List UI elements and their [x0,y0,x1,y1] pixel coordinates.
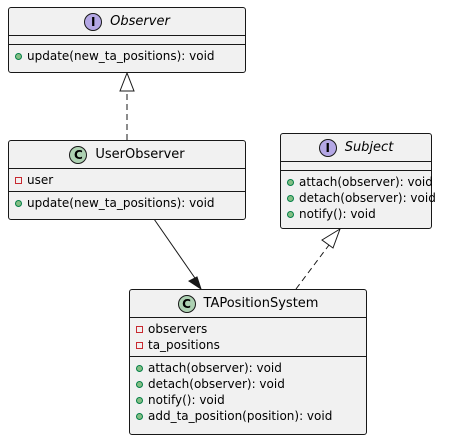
method-row: add_ta_position(position): void [130,408,366,424]
method-row: detach(observer): void [281,190,436,206]
realization-tapositionsystem-subject [295,244,330,290]
class-name: Observer [110,14,170,29]
association-arrowhead [188,276,202,291]
class-header: I Subject [281,134,431,162]
private-visibility-icon [136,325,143,333]
method-text: notify(): void [148,393,225,407]
class-badge-icon: C [177,294,196,313]
public-visibility-icon [287,210,294,218]
method-row: update(new_ta_positions): void [9,195,245,211]
public-visibility-icon [15,199,22,207]
method-text: update(new_ta_positions): void [27,49,215,63]
method-row: detach(observer): void [130,376,366,392]
method-text: detach(observer): void [148,377,285,391]
class-name: TAPositionSystem [203,296,319,311]
method-row: attach(observer): void [130,360,366,376]
field-row: observers [130,321,366,337]
fields-section: user [9,169,245,191]
class-userobserver[interactable]: C UserObserver user update(new_ta_positi… [8,140,246,220]
fields-section [281,162,431,170]
field-row: user [9,172,245,188]
fields-section: observers ta_positions [130,318,366,356]
methods-section: attach(observer): void detach(observer):… [130,356,366,427]
public-visibility-icon [136,412,143,420]
method-row: notify(): void [130,392,366,408]
field-text: ta_positions [148,338,220,352]
realization-arrowhead-observer [119,71,135,92]
class-header: C UserObserver [9,141,245,169]
method-text: attach(observer): void [299,175,433,189]
field-text: user [27,173,54,187]
field-text: observers [148,322,208,336]
class-observer[interactable]: I Observer update(new_ta_positions): voi… [8,7,246,73]
methods-section: update(new_ta_positions): void [9,44,245,67]
public-visibility-icon [136,396,143,404]
public-visibility-icon [136,380,143,388]
class-header: C TAPositionSystem [130,290,366,318]
public-visibility-icon [287,178,294,186]
field-row: ta_positions [130,337,366,353]
method-text: detach(observer): void [299,191,436,205]
class-name: UserObserver [95,147,185,162]
realization-arrowhead-subject [321,227,341,249]
public-visibility-icon [136,364,143,372]
method-text: notify(): void [299,207,376,221]
method-text: update(new_ta_positions): void [27,196,215,210]
private-visibility-icon [15,176,22,184]
method-row: update(new_ta_positions): void [9,48,245,64]
methods-section: attach(observer): void detach(observer):… [281,170,436,225]
association-userobserver-tapositionsystem [153,218,198,282]
method-text: attach(observer): void [148,361,282,375]
public-visibility-icon [287,194,294,202]
class-name: Subject [344,140,394,155]
public-visibility-icon [15,52,22,60]
class-tapositionsystem[interactable]: C TAPositionSystem observers ta_position… [129,289,367,435]
methods-section: update(new_ta_positions): void [9,191,245,214]
interface-badge-icon: I [318,138,337,157]
class-subject[interactable]: I Subject attach(observer): void detach(… [280,133,436,229]
method-row: attach(observer): void [281,174,433,190]
fields-section [9,36,245,44]
class-header: I Observer [9,8,245,36]
interface-badge-icon: I [84,12,103,31]
class-badge-icon: C [69,145,88,164]
private-visibility-icon [136,341,143,349]
method-row: notify(): void [281,206,431,222]
method-text: add_ta_position(position): void [148,409,333,423]
